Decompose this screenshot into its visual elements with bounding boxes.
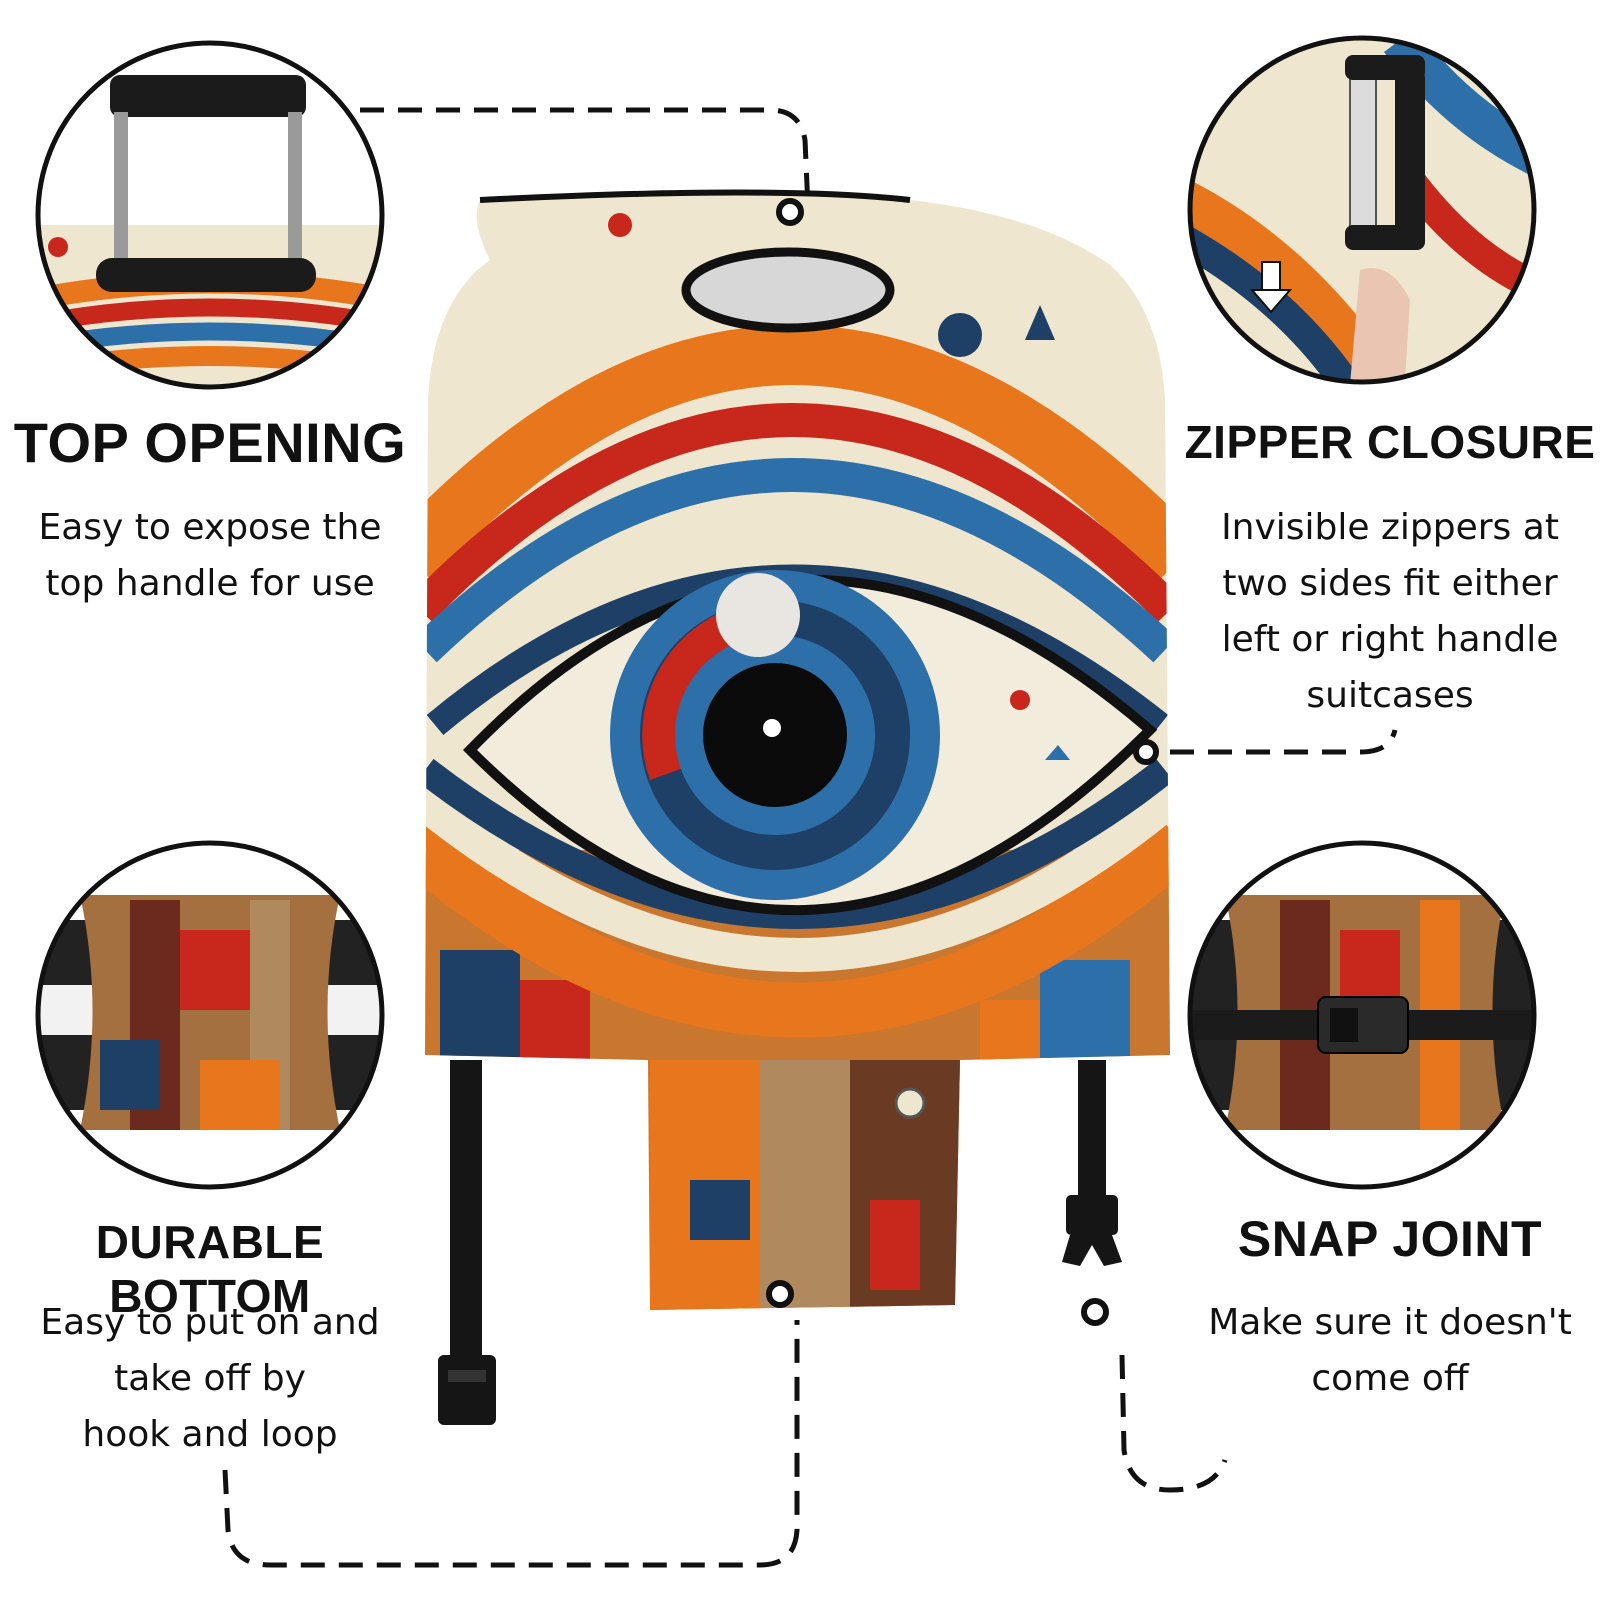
connector-lines: [222, 107, 1398, 1568]
snap-joint-heading: SNAP JOINT: [1237, 1211, 1543, 1267]
durable-bottom-line: hook and loop: [82, 1414, 338, 1455]
zipper-closure-line: left or right handle: [1221, 619, 1559, 660]
telescoping-handle-icon: [35, 40, 385, 390]
zipper-closure-description: Invisible zippers at two sides fit eithe…: [1180, 500, 1600, 724]
connector-bottom: [222, 1320, 800, 1568]
durable-bottom-heading: DURABLE BOTTOM: [95, 1216, 325, 1322]
connector-zipper: [1170, 729, 1398, 755]
top-opening-line: top handle for use: [45, 563, 375, 604]
side-handle-zipper-icon: [1187, 35, 1537, 385]
left-strap: [438, 1060, 496, 1425]
snap-joint-description: Make sure it doesn't come off: [1180, 1295, 1600, 1407]
durable-bottom-description: Easy to put on and take off by hook and …: [0, 1295, 420, 1463]
top-opening-line: Easy to expose the: [38, 507, 382, 548]
zipper-closure-line: two sides fit either: [1222, 563, 1558, 604]
top-opening-description: Easy to expose the top handle for use: [0, 500, 420, 612]
zipper-closure-line: suitcases: [1306, 675, 1474, 716]
snap-joint-line: come off: [1311, 1358, 1469, 1399]
eye-highlight: [716, 573, 800, 657]
snap-joint-line: Make sure it doesn't: [1208, 1302, 1572, 1343]
bottom-wheels-icon: [35, 840, 385, 1190]
durable-bottom-line: take off by: [114, 1358, 306, 1399]
cover-artwork: [425, 192, 1170, 1310]
buckle-strap-icon: [1187, 840, 1537, 1190]
durable-bottom-line: Easy to put on and: [40, 1302, 380, 1343]
top-opening-hole: [681, 247, 895, 333]
connector-top-opening: [360, 107, 811, 209]
right-strap: [1062, 1060, 1122, 1266]
connector-snap: [1119, 1354, 1228, 1493]
zipper-closure-heading: ZIPPER CLOSURE: [1184, 416, 1596, 468]
connector-dots: [766, 198, 1159, 1326]
zipper-closure-line: Invisible zippers at: [1221, 507, 1559, 548]
top-opening-heading: TOP OPENING: [13, 411, 407, 474]
